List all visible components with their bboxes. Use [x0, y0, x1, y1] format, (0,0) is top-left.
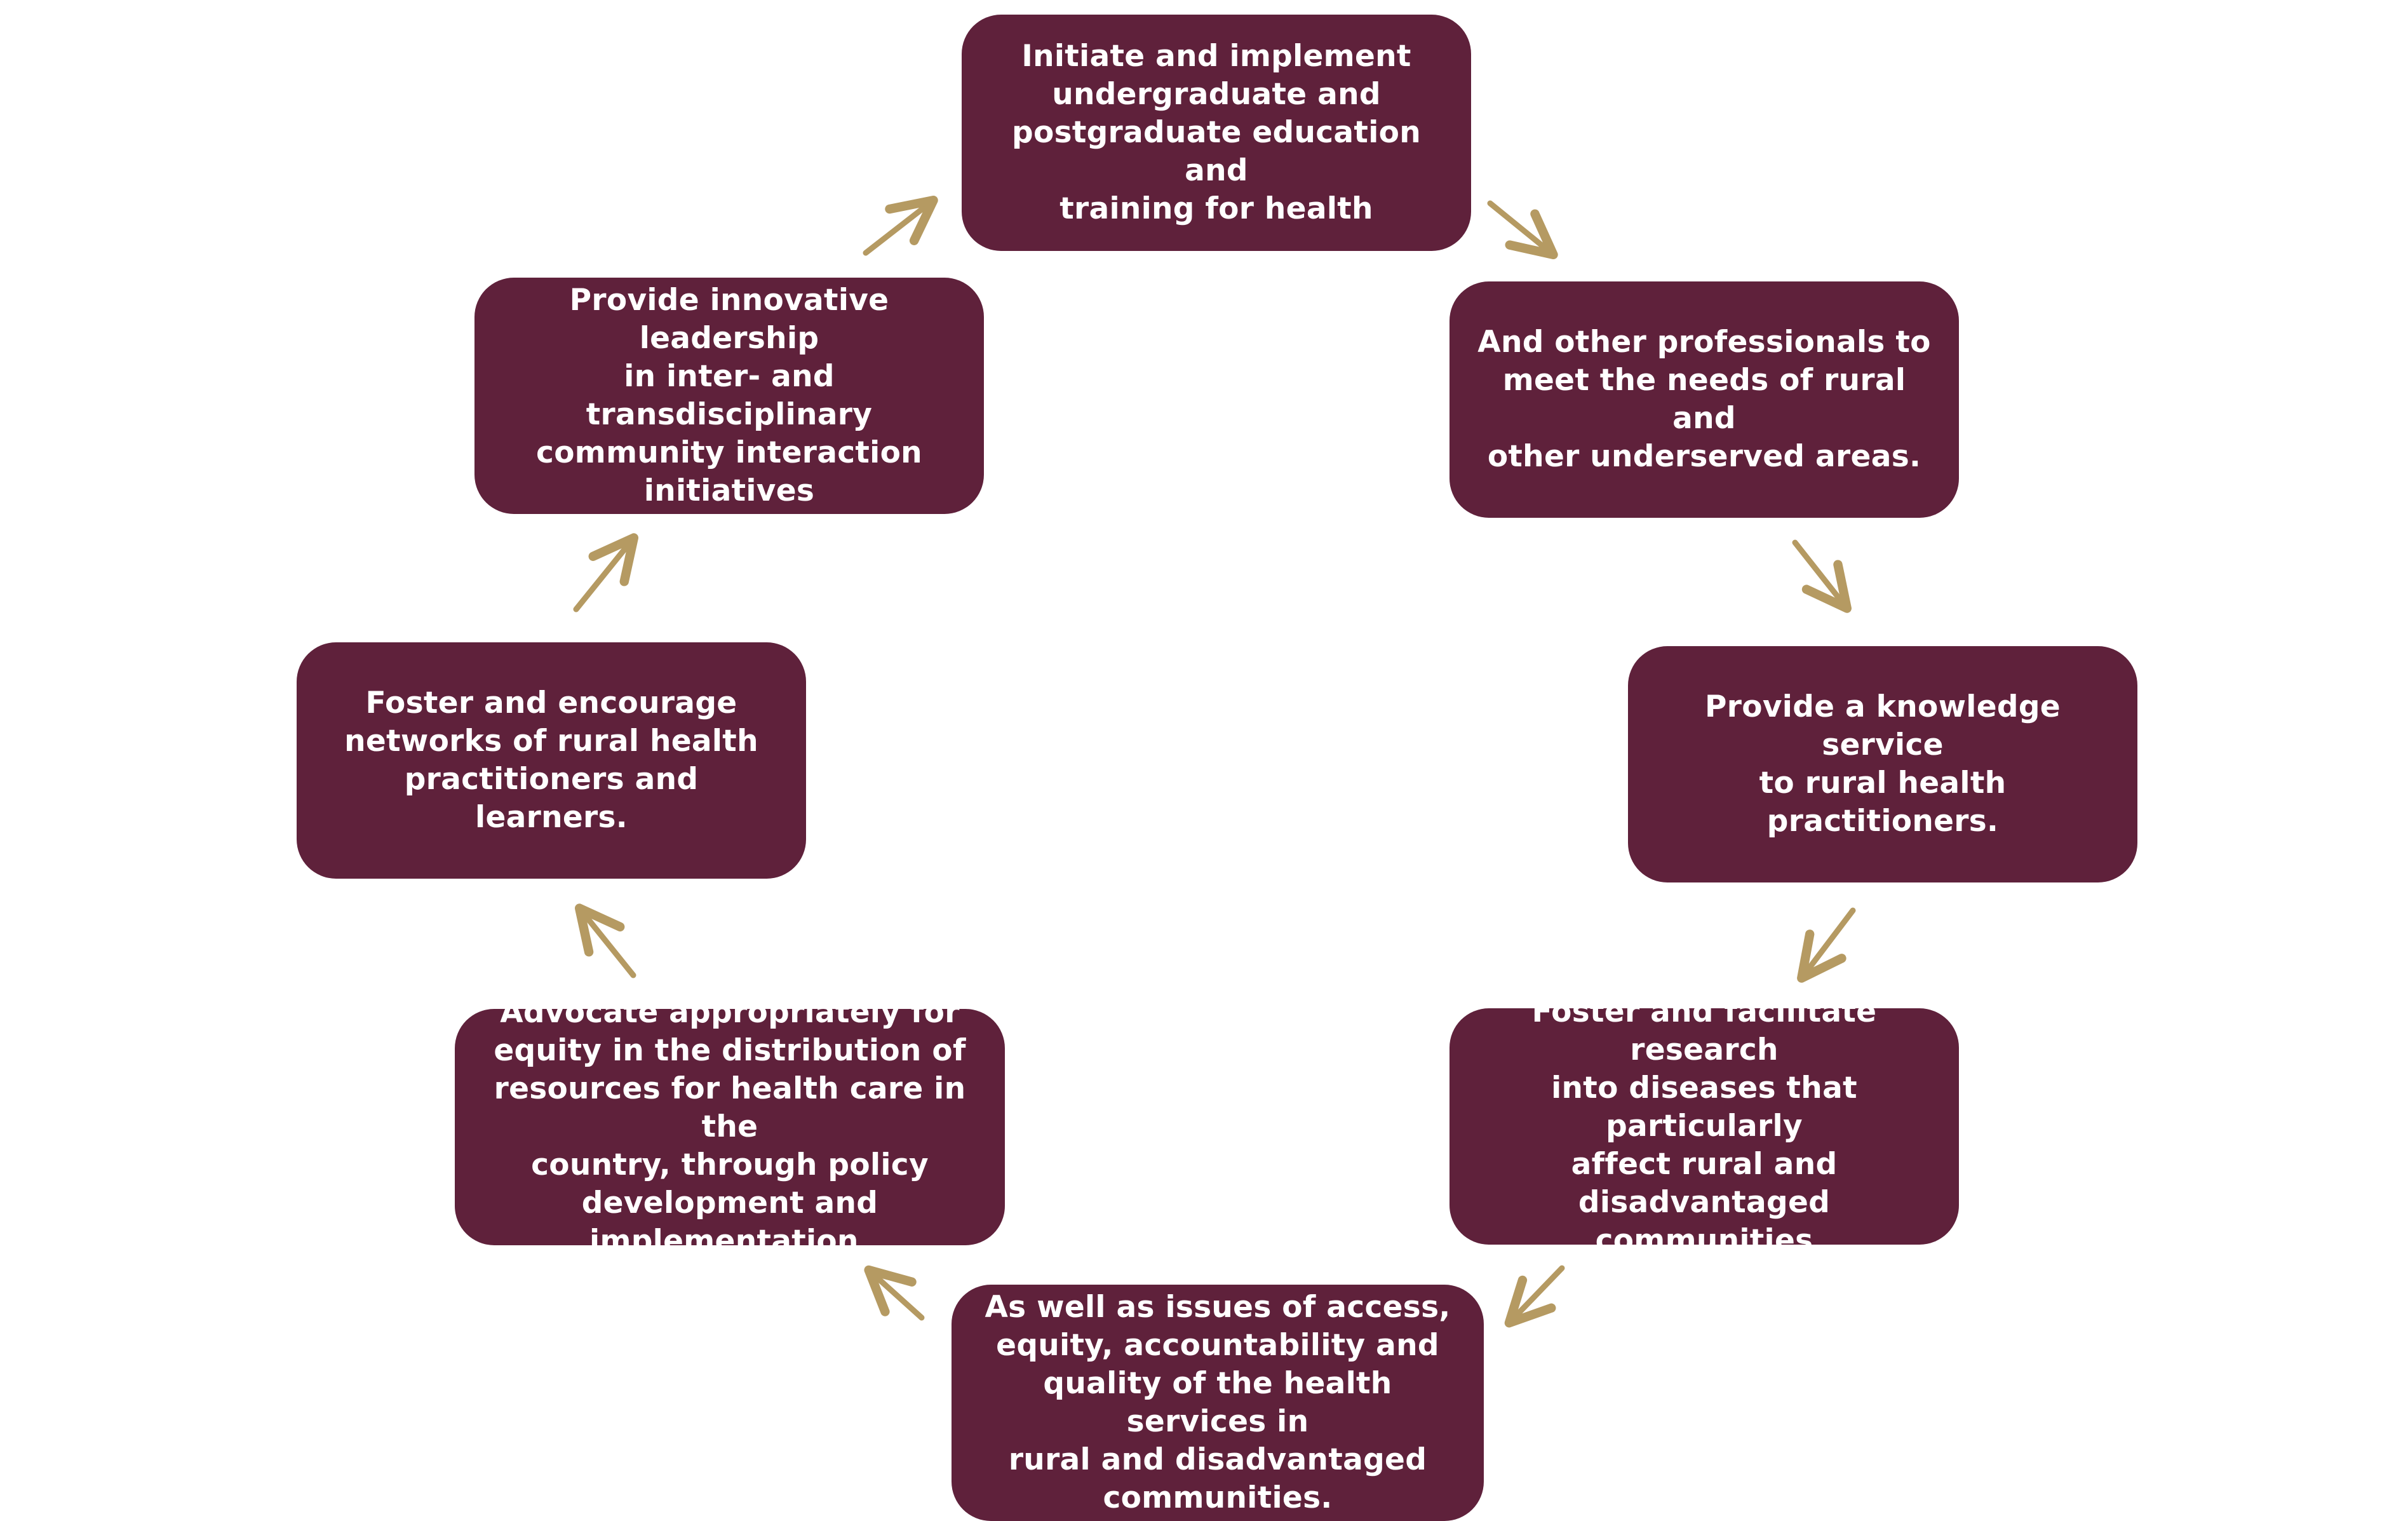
arrow-icon [1792, 539, 1852, 613]
arrow-icon [574, 903, 636, 978]
step-box: Provide innovative leadership in inter- … [474, 278, 984, 514]
step-box: And other professionals to meet the need… [1450, 281, 1959, 518]
step-box: Advocate appropriately for equity in the… [455, 995, 1005, 1259]
step-text: Provide a knowledge service to rural hea… [1705, 689, 2061, 839]
arrow-icon [863, 196, 938, 256]
step-text: As well as issues of access, equity, acc… [985, 1290, 1451, 1515]
step-text: Provide innovative leadership in inter- … [536, 283, 922, 508]
step-text: Initiate and implement undergraduate and… [1012, 39, 1421, 226]
step-text: Foster and facilitate research into dise… [1531, 994, 1877, 1258]
step-text: Advocate appropriately for equity in the… [494, 995, 966, 1259]
arrow-icon [864, 1265, 925, 1321]
step-text: Foster and encourage networks of rural h… [344, 686, 758, 835]
arrow-icon [573, 533, 639, 612]
step-box: Initiate and implement undergraduate and… [962, 15, 1471, 251]
step-box: Foster and encourage networks of rural h… [297, 642, 806, 879]
arrow-icon [1487, 200, 1558, 260]
arrow-icon [1504, 1265, 1565, 1328]
step-box: Provide a knowledge service to rural hea… [1628, 646, 2137, 882]
arrow-icon [1797, 907, 1856, 983]
step-text: And other professionals to meet the need… [1477, 325, 1931, 474]
step-box: Foster and facilitate research into dise… [1450, 994, 1959, 1258]
step-box: As well as issues of access, equity, acc… [952, 1285, 1484, 1521]
